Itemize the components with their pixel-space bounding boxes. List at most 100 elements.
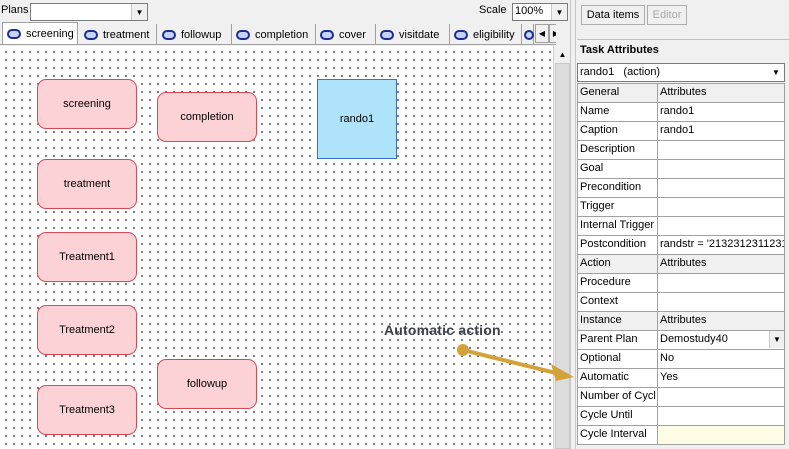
- annotation-arrow-head: [551, 364, 574, 381]
- attribute-name: Cycle Interval: [578, 426, 658, 445]
- task-node-treatment[interactable]: treatment: [37, 159, 137, 209]
- attribute-value-text: Attributes: [660, 86, 707, 98]
- attribute-name: Instance: [578, 312, 658, 331]
- chevron-left-icon: ◀: [538, 29, 546, 38]
- attribute-name: Postcondition: [578, 236, 658, 255]
- plan-icon: [320, 29, 334, 40]
- task-attributes-title: Task Attributes: [580, 44, 659, 56]
- attribute-value[interactable]: [658, 198, 785, 217]
- chevron-down-icon[interactable]: ▼: [768, 64, 784, 80]
- action-node-rando1[interactable]: rando1: [317, 79, 397, 159]
- chevron-right-icon: ▶: [553, 29, 556, 38]
- canvas-scrollbar[interactable]: ▲: [553, 46, 570, 449]
- attribute-row: Context: [578, 293, 785, 312]
- attribute-value[interactable]: rando1: [658, 103, 785, 122]
- plan-icon: [524, 29, 534, 40]
- plans-select[interactable]: ▼: [30, 3, 148, 21]
- attribute-value[interactable]: [658, 217, 785, 236]
- chevron-up-icon[interactable]: ▲: [558, 50, 567, 59]
- attribute-value[interactable]: Yes: [658, 369, 785, 388]
- attribute-row: Description: [578, 141, 785, 160]
- tab-label: eligibility: [473, 28, 515, 41]
- attribute-value[interactable]: [658, 388, 785, 407]
- task-node-treatment2[interactable]: Treatment2: [37, 305, 137, 355]
- tab-label: treatment: [103, 28, 150, 41]
- attribute-name: General: [578, 84, 658, 103]
- attribute-value[interactable]: randstr = '2132312311231: [658, 236, 785, 255]
- task-node-treatment1[interactable]: Treatment1: [37, 232, 137, 282]
- scale-select[interactable]: 100% ▼: [512, 3, 568, 21]
- tab-visitdate[interactable]: visitdate: [376, 24, 450, 44]
- attribute-name: Optional: [578, 350, 658, 369]
- panel-splitter[interactable]: [570, 0, 576, 449]
- attribute-name: Context: [578, 293, 658, 312]
- task-node-followup[interactable]: followup: [157, 359, 257, 409]
- task-node-completion[interactable]: completion: [157, 92, 257, 142]
- attribute-name: Internal Trigger: [578, 217, 658, 236]
- attribute-value[interactable]: [658, 426, 785, 445]
- tab-cover[interactable]: cover: [316, 24, 376, 44]
- tab-screening[interactable]: screening: [2, 22, 78, 44]
- data-items-button[interactable]: Data items: [581, 5, 645, 25]
- attribute-group-label: Attributes: [658, 84, 785, 103]
- attribute-name: Trigger: [578, 198, 658, 217]
- task-node-screening[interactable]: screening: [37, 79, 137, 129]
- attribute-group-label: Attributes: [658, 255, 785, 274]
- annotation-arrow-line: [461, 348, 562, 376]
- attribute-value[interactable]: [658, 274, 785, 293]
- tab-completion[interactable]: completion: [232, 24, 316, 44]
- attribute-value[interactable]: [658, 293, 785, 312]
- attribute-value-text: Yes: [660, 371, 678, 383]
- plan-icon: [162, 29, 176, 40]
- tab-followup[interactable]: followup: [158, 24, 232, 44]
- node-label: Treatment1: [59, 251, 115, 263]
- task-select[interactable]: rando1 (action) ▼: [577, 63, 785, 82]
- attribute-name: Parent Plan: [578, 331, 658, 350]
- tab-treatment[interactable]: treatment: [80, 24, 157, 44]
- tab-eligibility[interactable]: eligibility: [450, 24, 522, 44]
- tab-scroll-right-button[interactable]: ▶: [549, 24, 556, 43]
- attribute-group-label: Attributes: [658, 312, 785, 331]
- attribute-value[interactable]: [658, 160, 785, 179]
- attribute-name: Description: [578, 141, 658, 160]
- attribute-name: Precondition: [578, 179, 658, 198]
- attribute-row: Procedure: [578, 274, 785, 293]
- chevron-down-icon[interactable]: ▼: [769, 331, 784, 348]
- plan-icon: [454, 29, 468, 40]
- attribute-value[interactable]: No: [658, 350, 785, 369]
- chevron-down-icon[interactable]: ▼: [551, 4, 567, 20]
- attribute-name: Caption: [578, 122, 658, 141]
- attribute-value[interactable]: [658, 179, 785, 198]
- plan-icon: [84, 29, 98, 40]
- chevron-down-icon[interactable]: ▼: [131, 4, 147, 20]
- node-label: followup: [186, 378, 228, 390]
- node-label: Treatment3: [59, 404, 115, 416]
- attribute-value[interactable]: [658, 407, 785, 426]
- attribute-value[interactable]: [658, 141, 785, 160]
- task-node-treatment3[interactable]: Treatment3: [37, 385, 137, 435]
- tab-overflow[interactable]: [522, 24, 534, 44]
- tab-label: screening: [26, 28, 74, 40]
- attribute-name: Procedure: [578, 274, 658, 293]
- plan-icon: [380, 29, 394, 40]
- node-label: treatment: [63, 178, 111, 190]
- attribute-value-text: Attributes: [660, 314, 707, 326]
- attribute-value[interactable]: Demostudy40▼: [658, 331, 785, 350]
- plan-icon: [236, 29, 250, 40]
- editor-button[interactable]: Editor: [647, 5, 687, 25]
- tab-scroll-left-button[interactable]: ◀: [535, 24, 549, 43]
- tab-label: visitdate: [399, 28, 440, 41]
- plan-canvas[interactable]: screening treatment Treatment1 Treatment…: [0, 46, 553, 449]
- attribute-value[interactable]: rando1: [658, 122, 785, 141]
- attribute-row: Precondition: [578, 179, 785, 198]
- attribute-name: Automatic: [578, 369, 658, 388]
- tab-label: completion: [255, 28, 309, 41]
- attribute-value-text: No: [660, 352, 675, 364]
